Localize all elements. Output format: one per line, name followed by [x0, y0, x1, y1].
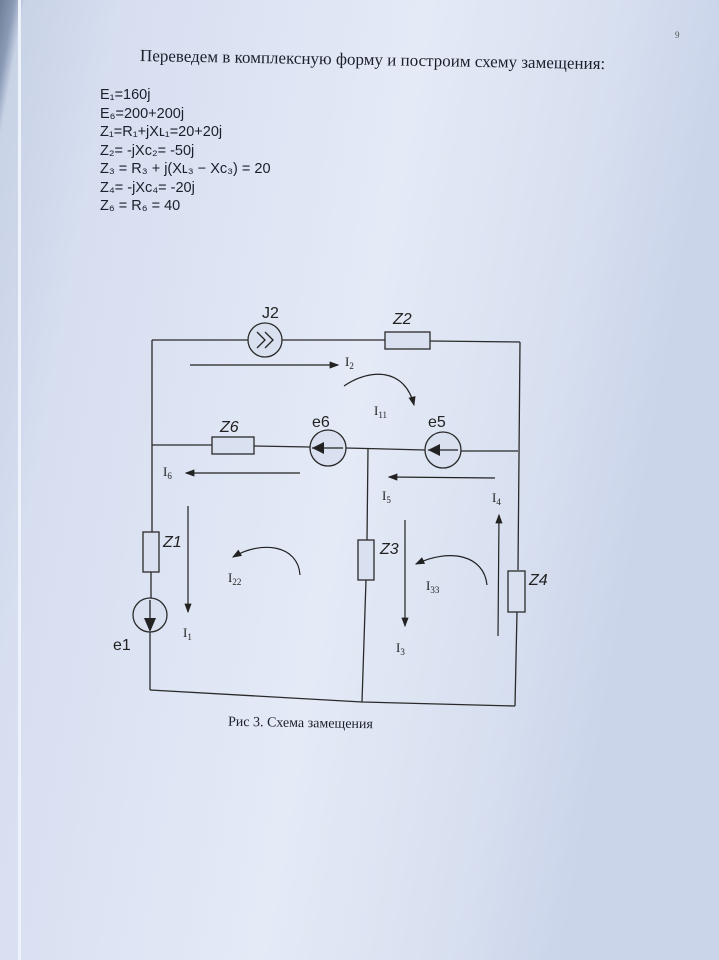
label-e1: e1	[113, 637, 131, 654]
impedance-z1	[142, 531, 160, 573]
label-i3: I3	[396, 640, 405, 657]
label-i5: I5	[382, 488, 391, 505]
label-i6: I6	[163, 464, 172, 481]
label-i11: I11	[374, 403, 387, 420]
equation-e6: E₆=200+200j	[100, 105, 185, 122]
wire-right	[514, 341, 521, 707]
label-z3: Z3	[379, 541, 399, 558]
impedance-z2	[384, 331, 431, 350]
equation-e1: E₁=160j	[100, 87, 151, 103]
label-e6: e6	[312, 414, 330, 431]
loop-arrow-i22	[231, 546, 301, 576]
page-edge	[18, 0, 21, 960]
equation-z4: Z₄= -jXᴄ₄= -20j	[100, 179, 195, 196]
impedance-z4	[507, 570, 526, 613]
wire-z3-branch	[361, 448, 369, 703]
arrow-i4	[495, 513, 503, 637]
equation-z3: Z₃ = R₃ + j(Xʟ₃ − Xᴄ₃) = 20	[100, 161, 271, 177]
label-i2: I2	[345, 354, 354, 371]
label-i1: I1	[183, 625, 192, 642]
j2-chevrons	[256, 331, 274, 349]
wire-bottom	[149, 689, 516, 707]
loop-arrow-i33	[414, 555, 488, 586]
arrow-i5	[387, 473, 496, 481]
equation-z6: Z₆ = R₆ = 40	[100, 198, 181, 214]
impedance-z6	[211, 436, 255, 455]
wire-top	[152, 339, 521, 343]
figure-caption: Рис 3. Схема замещения	[227, 714, 374, 733]
label-e5: e5	[428, 414, 446, 431]
label-i4: I4	[492, 490, 501, 507]
equations: E₁=160j E₆=200+200j Z₁=R₁+jXʟ₁=20+20j Z₂…	[100, 86, 271, 216]
wire-middle	[152, 444, 518, 452]
equation-z1: Z₁=R₁+jXʟ₁=20+20j	[100, 124, 223, 140]
label-z6: Z6	[219, 419, 239, 436]
label-z2: Z2	[392, 311, 412, 328]
equation-z2: Z₂= -jXᴄ₂= -50j	[100, 142, 195, 159]
label-i22: I22	[228, 570, 241, 587]
label-j2: J2	[262, 305, 279, 322]
loop-arrow-i11	[343, 373, 416, 407]
label-i33: I33	[426, 578, 440, 595]
label-z1: Z1	[162, 534, 182, 551]
impedance-z3	[357, 539, 375, 581]
page-number: 9	[675, 30, 680, 40]
label-z4: Z4	[528, 572, 548, 589]
wire-left	[149, 340, 153, 690]
